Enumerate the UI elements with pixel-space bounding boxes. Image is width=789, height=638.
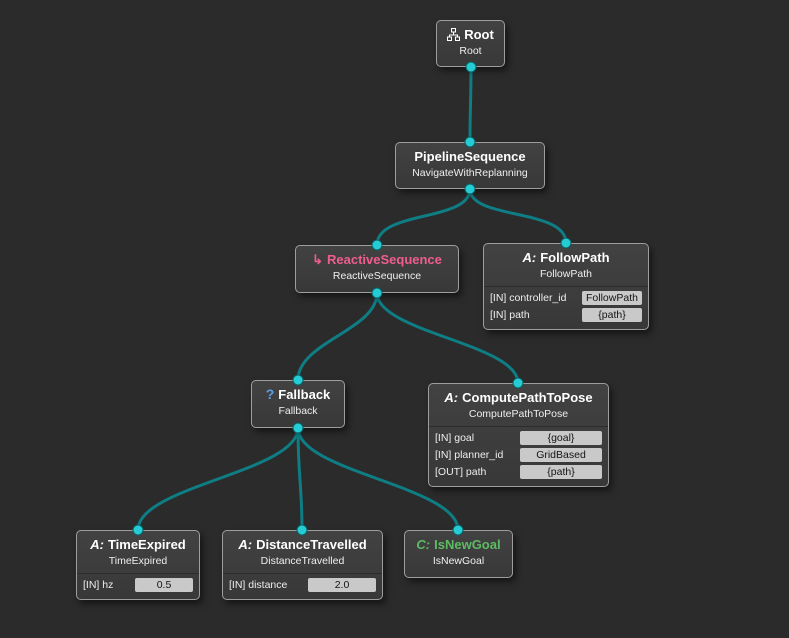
node-subtitle: NavigateWithReplanning: [412, 167, 528, 179]
port-label: [IN] goal: [435, 431, 475, 444]
edge-reactivesequence-fallback[interactable]: [296, 291, 379, 382]
node-timeexpired-title-row: A: TimeExpired: [77, 535, 199, 553]
node-isnewgoal-title-row: C: IsNewGoal: [405, 535, 512, 553]
port-value-field[interactable]: {goal}: [520, 431, 602, 445]
port-isnewgoal-in[interactable]: [452, 524, 464, 536]
edge-fallback-isnewgoal[interactable]: [296, 426, 460, 532]
node-title-text: TimeExpired: [107, 537, 186, 552]
port-value-field[interactable]: {path}: [520, 465, 602, 479]
condition-type-icon: C:: [416, 537, 431, 552]
node-fallback-title-row: ? Fallback: [252, 385, 344, 403]
node-reactivesequence[interactable]: ↳ ReactiveSequence ReactiveSequence: [295, 245, 459, 293]
action-type-icon: A:: [444, 390, 459, 405]
port-label: [IN] controller_id: [490, 291, 567, 304]
node-subtitle: FollowPath: [540, 268, 592, 280]
node-followpath-title-row: A: FollowPath: [484, 248, 648, 266]
action-type-icon: A:: [238, 537, 253, 552]
port-value-field[interactable]: FollowPath: [582, 291, 642, 305]
port-row: [IN] path {path}: [490, 308, 642, 322]
port-row: [IN] controller_id FollowPath: [490, 291, 642, 305]
node-title-text: Fallback: [278, 387, 331, 402]
edge-fallback-distancetravelled[interactable]: [296, 426, 304, 532]
node-root[interactable]: Root Root: [436, 20, 505, 67]
edge-pipelinesequence-followpath[interactable]: [468, 187, 568, 245]
port-distancetravelled-in[interactable]: [296, 524, 308, 536]
node-reactivesequence-title-row: ↳ ReactiveSequence: [296, 250, 458, 268]
port-label: [IN] hz: [83, 578, 114, 591]
node-distancetravelled[interactable]: A: DistanceTravelled DistanceTravelled […: [222, 530, 383, 600]
port-root-out[interactable]: [465, 61, 477, 73]
port-followpath-in[interactable]: [560, 237, 572, 249]
node-subtitle: IsNewGoal: [432, 555, 485, 567]
port-value-field[interactable]: 0.5: [135, 578, 193, 592]
edge-reactivesequence-computepathtopose[interactable]: [375, 291, 520, 385]
node-pipelinesequence[interactable]: PipelineSequence NavigateWithReplanning: [395, 142, 545, 189]
port-rows: [IN] distance 2.0: [223, 573, 382, 594]
port-row: [IN] hz 0.5: [83, 578, 193, 592]
port-rows: [IN] hz 0.5: [77, 573, 199, 594]
node-title-text: IsNewGoal: [434, 537, 501, 552]
node-title-text: FollowPath: [540, 250, 610, 265]
port-reactivesequence-in[interactable]: [371, 239, 383, 251]
node-subtitle: TimeExpired: [108, 555, 168, 567]
tree-icon: [447, 28, 461, 41]
node-subtitle: Root: [459, 45, 482, 57]
port-value-field[interactable]: 2.0: [308, 578, 376, 592]
port-value-field[interactable]: GridBased: [520, 448, 602, 462]
node-title-text: ReactiveSequence: [327, 252, 442, 267]
edge-root-pipelinesequence[interactable]: [468, 65, 473, 144]
node-isnewgoal[interactable]: C: IsNewGoal IsNewGoal: [404, 530, 513, 578]
node-title-text: ComputePathToPose: [462, 390, 593, 405]
port-value-field[interactable]: {path}: [582, 308, 642, 322]
node-fallback[interactable]: ? Fallback Fallback: [251, 380, 345, 428]
node-subtitle: ComputePathToPose: [468, 408, 569, 420]
node-subtitle: ReactiveSequence: [332, 270, 422, 282]
port-reactivesequence-out[interactable]: [371, 287, 383, 299]
fallback-icon: ?: [265, 386, 275, 402]
edge-pipelinesequence-reactivesequence[interactable]: [375, 187, 472, 247]
port-label: [IN] path: [490, 308, 530, 321]
node-title-text: PipelineSequence: [414, 149, 526, 164]
node-subtitle: DistanceTravelled: [260, 555, 345, 567]
port-pipelinesequence-in[interactable]: [464, 136, 476, 148]
action-type-icon: A:: [90, 537, 104, 552]
edge-fallback-timeexpired[interactable]: [136, 426, 300, 532]
action-type-icon: A:: [522, 250, 537, 265]
port-row: [IN] goal {goal}: [435, 431, 602, 445]
node-computepathtopose-title-row: A: ComputePathToPose: [429, 388, 608, 406]
port-row: [OUT] path {path}: [435, 465, 602, 479]
port-row: [IN] planner_id GridBased: [435, 448, 602, 462]
port-pipelinesequence-out[interactable]: [464, 183, 476, 195]
port-rows: [IN] controller_id FollowPath [IN] path …: [484, 286, 648, 324]
reactive-sequence-icon: ↳: [312, 252, 323, 267]
port-rows: [IN] goal {goal} [IN] planner_id GridBas…: [429, 426, 608, 481]
node-root-title-row: Root: [437, 25, 504, 43]
node-computepathtopose[interactable]: A: ComputePathToPose ComputePathToPose […: [428, 383, 609, 487]
port-timeexpired-in[interactable]: [132, 524, 144, 536]
node-title-text: DistanceTravelled: [256, 537, 367, 552]
node-distancetravelled-title-row: A: DistanceTravelled: [223, 535, 382, 553]
port-fallback-out[interactable]: [292, 422, 304, 434]
port-computepathtopose-in[interactable]: [512, 377, 524, 389]
node-subtitle: Fallback: [278, 405, 318, 417]
node-timeexpired[interactable]: A: TimeExpired TimeExpired [IN] hz 0.5: [76, 530, 200, 600]
port-label: [IN] planner_id: [435, 448, 504, 461]
node-pipelinesequence-title-row: PipelineSequence: [396, 147, 544, 165]
port-label: [OUT] path: [435, 465, 487, 478]
port-row: [IN] distance 2.0: [229, 578, 376, 592]
node-followpath[interactable]: A: FollowPath FollowPath [IN] controller…: [483, 243, 649, 330]
port-label: [IN] distance: [229, 578, 288, 591]
node-title-text: Root: [464, 27, 494, 42]
port-fallback-in[interactable]: [292, 374, 304, 386]
